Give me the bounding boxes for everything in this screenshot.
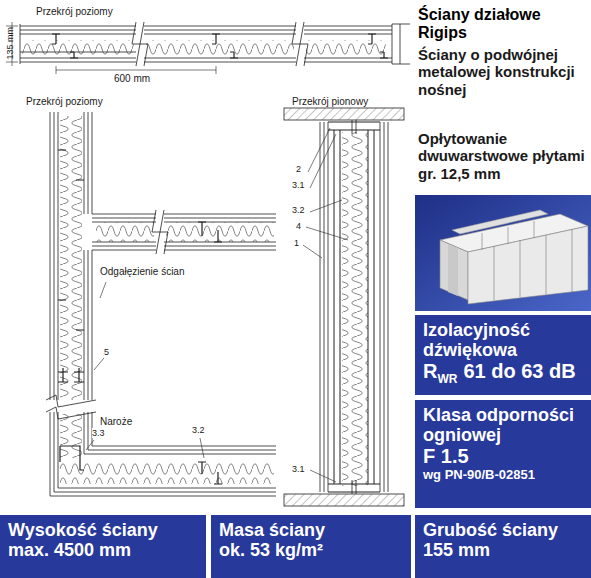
subtitle: Opłytowanie dwuwarstwowe płytami gr. 12,…	[418, 130, 586, 182]
annotation: Naroże	[100, 416, 132, 428]
subtitle: Ściany o podwójnej metalowej konstrukcji…	[418, 46, 586, 98]
property-box: Klasa odporności ogniowejF 1.5wg PN-90/B…	[415, 400, 591, 508]
box-text: R	[423, 360, 437, 382]
callout-number: 4	[296, 221, 301, 231]
box-text: F 1.5	[423, 445, 583, 467]
property-box: Wysokość ścianymax. 4500 mm	[0, 515, 206, 578]
property-box: Masa ścianyok. 53 kg/m²	[211, 515, 411, 578]
dimension: 135 mm	[5, 21, 15, 65]
callout-number: 3.3	[92, 428, 105, 438]
callout-number: 5	[104, 347, 109, 357]
box-text: 155 mm	[423, 540, 583, 560]
section-title: Przekrój poziomy	[26, 96, 103, 108]
horizontal-section-top	[6, 22, 410, 74]
wall-3d-illustration	[415, 195, 591, 311]
section-title: Przekrój poziomy	[36, 6, 113, 18]
callout-number: 1	[294, 238, 299, 248]
box-text: Grubość ściany	[423, 520, 583, 540]
box-text: Wysokość ściany	[8, 520, 198, 540]
box-text: Klasa odporności ogniowej	[423, 405, 583, 445]
callout-number: 2	[296, 164, 301, 174]
box-text: 61 do 63 dB	[463, 360, 575, 382]
callout-number: 3.2	[292, 205, 305, 215]
box-text: WR	[437, 372, 457, 386]
vertical-section	[284, 108, 404, 506]
horizontal-section-junction	[46, 112, 276, 496]
title: Ściany działowe Rigips	[418, 6, 586, 43]
box-text: ok. 53 kg/m²	[219, 540, 403, 560]
property-box: Izolacyjność dźwiękowaRWR 61 do 63 dB	[415, 315, 591, 395]
callout-number: 3.1	[292, 464, 305, 474]
dimension: 600 mm	[114, 73, 150, 85]
callout-number: 3.2	[192, 425, 205, 435]
box-text: Izolacyjność dźwiękowa	[423, 320, 583, 360]
box-text: max. 4500 mm	[8, 540, 198, 560]
section-title: Przekrój pionowy	[292, 96, 368, 108]
box-text: wg PN-90/B-02851	[423, 468, 583, 483]
callout-number: 3.1	[292, 180, 305, 190]
property-box: Grubość ściany155 mm	[415, 515, 591, 578]
annotation: Odgałęzienie ścian	[100, 266, 185, 278]
box-text: Masa ściany	[219, 520, 403, 540]
